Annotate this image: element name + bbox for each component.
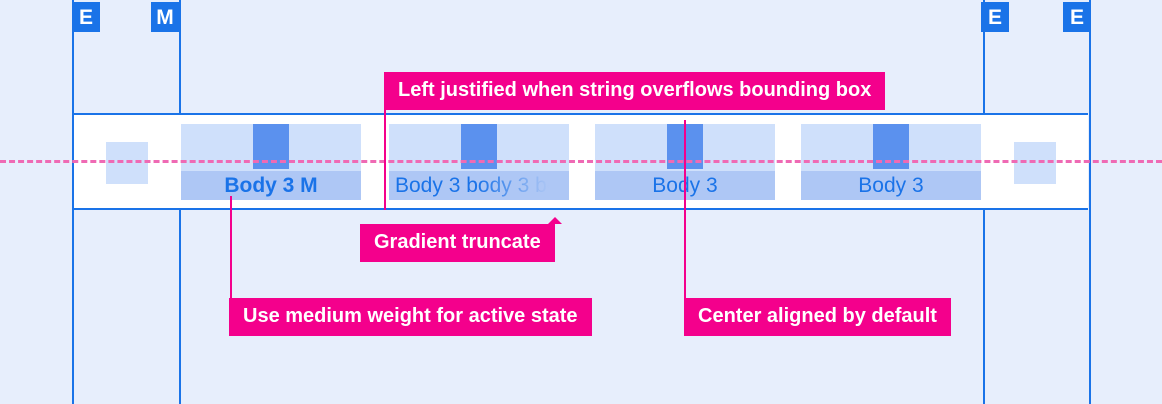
callout-text: Center aligned by default — [698, 305, 937, 327]
tab-label: Body 3 — [858, 174, 924, 197]
tab-body-3-body-3-b-overflow[interactable]: Body 3 body 3 body 3 — [389, 124, 569, 200]
callout-overflow: Left justified when string overflows bou… — [384, 72, 886, 110]
marker-e-right-outer: E — [1063, 2, 1091, 32]
callout-text: Left justified when string overflows bou… — [398, 79, 872, 101]
marker-m-left-inner: M — [151, 2, 179, 32]
marker-label: E — [78, 5, 93, 29]
tab-label: Body 3 body 3 body 3 — [395, 174, 569, 197]
connector-center-aligned — [684, 120, 686, 300]
tab-label: Body 3 M — [224, 174, 318, 197]
callout-medium-weight: Use medium weight for active state — [229, 298, 592, 336]
marker-label: M — [156, 5, 174, 29]
tab-icon-band — [181, 124, 361, 171]
callout-pointer-icon — [548, 217, 562, 224]
horizontal-center-guide — [0, 160, 1162, 163]
marker-e-right-inner: E — [981, 2, 1009, 32]
tab-icon-band — [389, 124, 569, 171]
callout-gradient-truncate: Gradient truncate — [360, 217, 562, 262]
connector-medium-weight — [230, 196, 232, 300]
vertical-guide-left-outer — [72, 0, 74, 404]
tab-label-band: Body 3 body 3 body 3 — [389, 171, 569, 200]
tab-body-3-m-active[interactable]: Body 3 M — [181, 124, 361, 200]
marker-label: E — [1069, 5, 1084, 29]
callout-text: Use medium weight for active state — [243, 305, 578, 327]
tab-icon-band — [801, 124, 981, 171]
edge-chip-left-icon — [106, 142, 148, 184]
vertical-guide-right-outer — [1089, 0, 1091, 404]
callout-center-aligned: Center aligned by default — [684, 298, 951, 336]
tab-label-band: Body 3 M — [181, 171, 361, 200]
marker-label: E — [987, 5, 1002, 29]
edge-chip-right-icon — [1014, 142, 1056, 184]
callout-text: Gradient truncate — [374, 231, 541, 253]
marker-e-left-outer: E — [72, 2, 100, 32]
tab-label-band: Body 3 — [801, 171, 981, 200]
connector-overflow — [384, 104, 386, 210]
